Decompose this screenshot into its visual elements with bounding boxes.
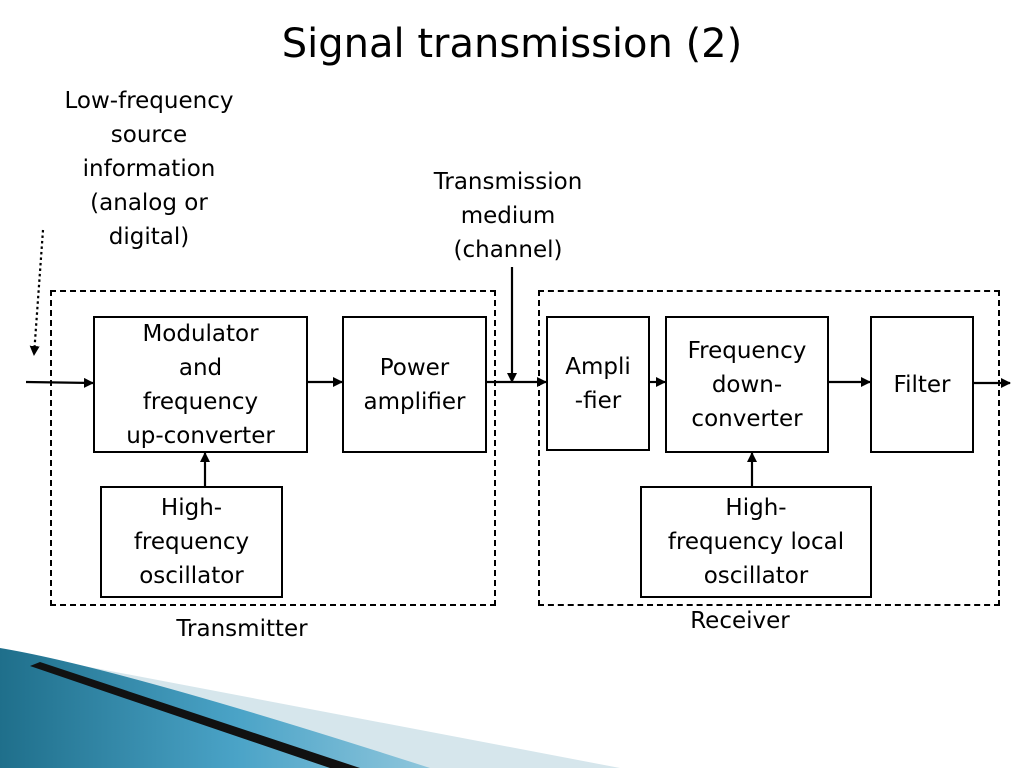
transmitter-group bbox=[50, 290, 496, 606]
slide-title: Signal transmission (2) bbox=[281, 21, 743, 67]
receiver-group bbox=[538, 290, 1000, 606]
amplifier-block: Ampli -fier bbox=[546, 316, 650, 451]
filter-block: Filter bbox=[870, 316, 974, 453]
source-pointer-arrow bbox=[29, 229, 45, 356]
source-info-note: Low-frequency source information (analog… bbox=[64, 88, 234, 250]
swoosh-blue-band bbox=[0, 648, 430, 768]
swoosh-dark-band bbox=[30, 662, 360, 768]
input-signal-arrow bbox=[25, 377, 94, 388]
hf-oscillator-block: High- frequency oscillator bbox=[100, 486, 283, 598]
frequency-down-converter-block: Frequency down- converter bbox=[665, 316, 829, 453]
transmitter-label: Transmitter bbox=[176, 616, 308, 642]
transmission-medium-note: Transmission medium (channel) bbox=[433, 169, 583, 263]
power-amplifier-block: Power amplifier bbox=[342, 316, 487, 453]
hf-local-oscillator-block: High- frequency local oscillator bbox=[640, 486, 872, 598]
receiver-label: Receiver bbox=[690, 608, 790, 634]
